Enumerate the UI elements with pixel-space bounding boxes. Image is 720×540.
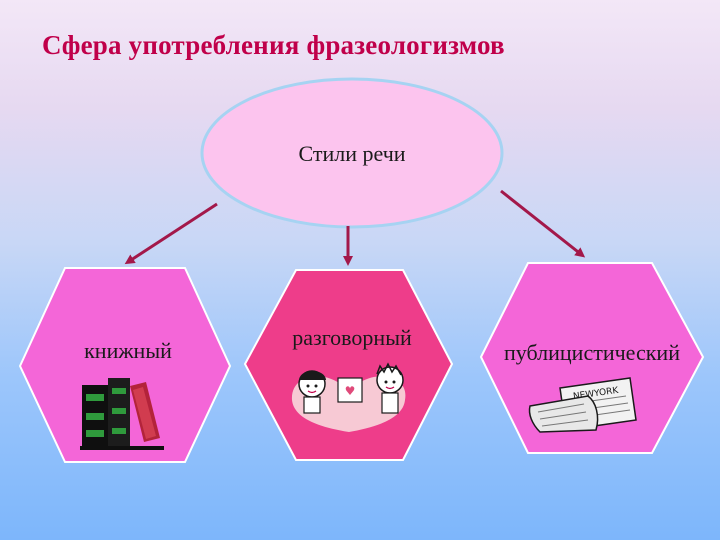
arrow-to-journalistic — [500, 189, 586, 258]
arrow-to-bookish — [124, 202, 218, 265]
center-ellipse — [200, 77, 504, 229]
hexagon-bookish — [18, 267, 232, 463]
style-label-journalistic: публицистический — [504, 340, 680, 365]
newspapers-icon: NEWYORK — [528, 377, 637, 433]
svg-text:♥: ♥ — [345, 384, 356, 398]
children-talking-icon: ♥ — [291, 362, 406, 432]
books-icon — [80, 378, 164, 450]
hexagon-colloquial — [243, 269, 454, 461]
page-title: Сфера употребления фразеологизмов — [42, 30, 505, 60]
style-label-colloquial: разговорный — [292, 325, 412, 350]
style-label-bookish: книжный — [84, 338, 172, 363]
center-label: Стили речи — [298, 141, 406, 166]
